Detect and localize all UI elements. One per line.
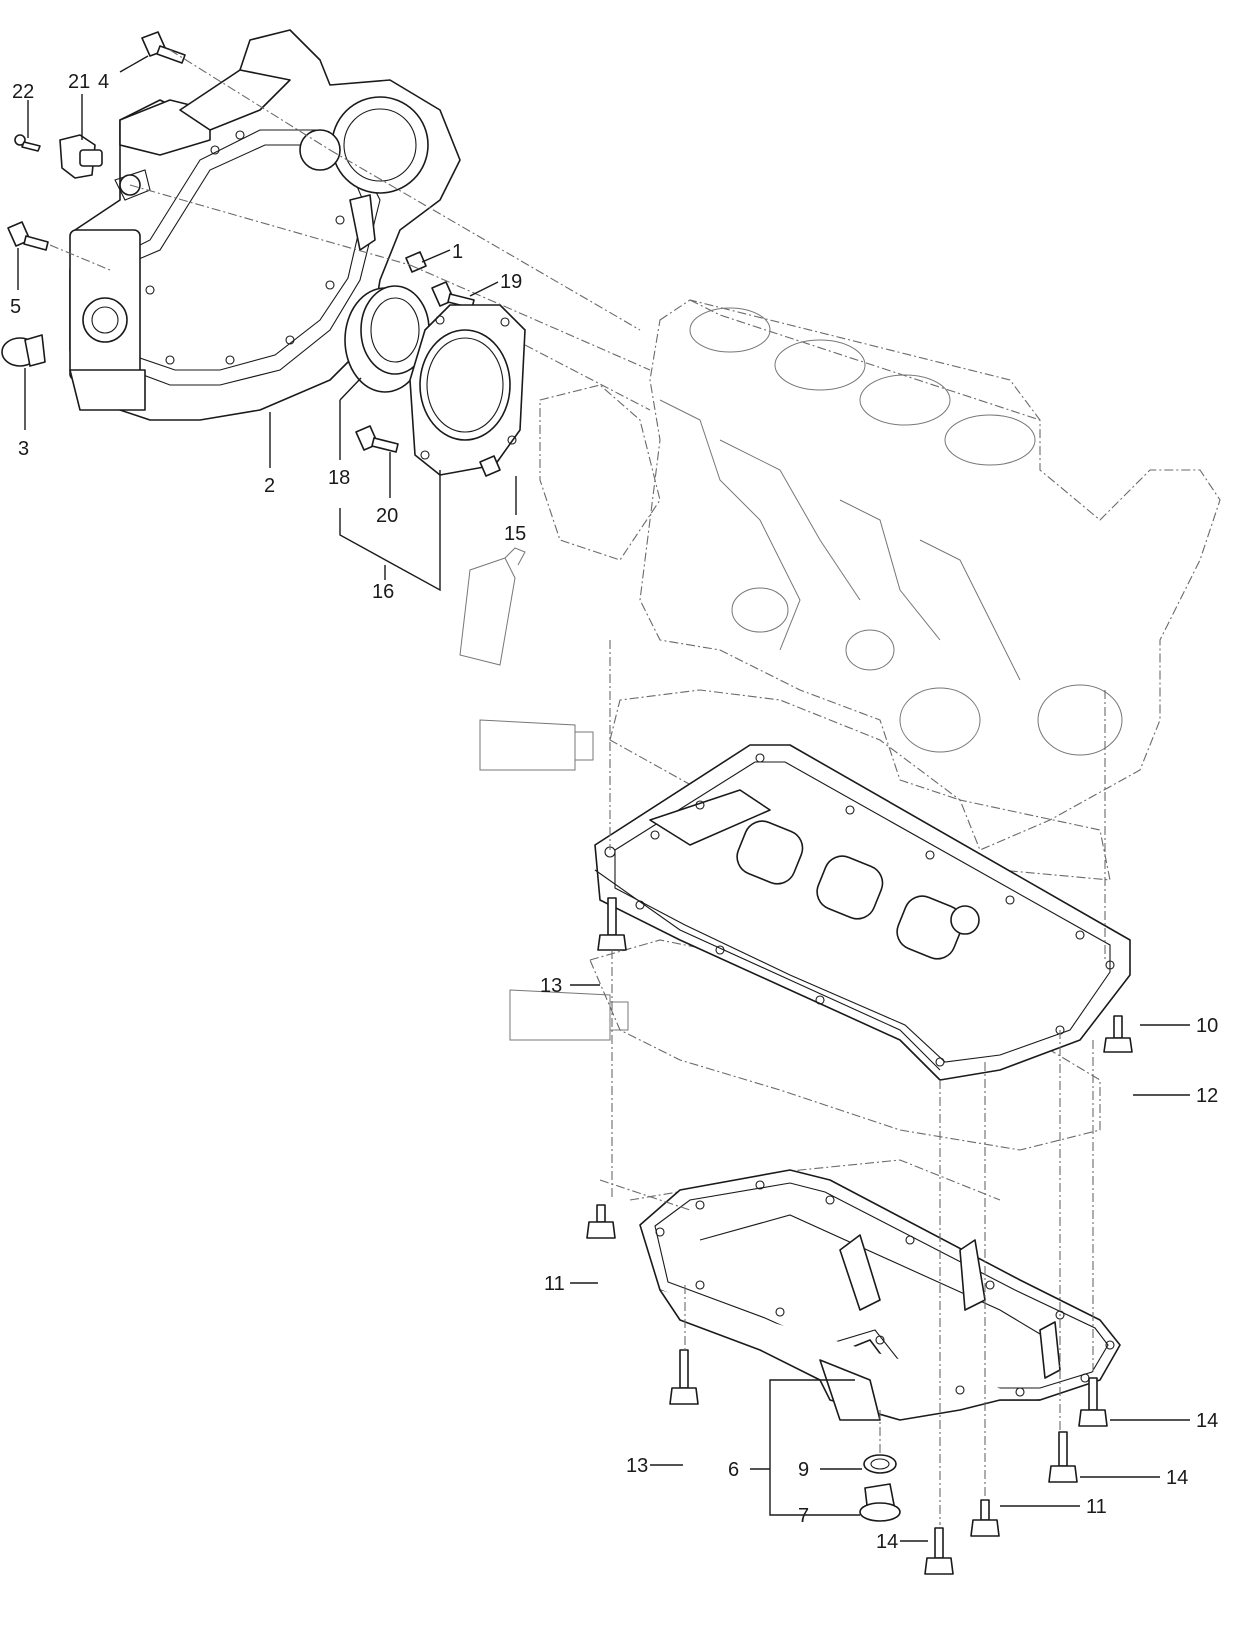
callout-21: 21 bbox=[68, 71, 90, 93]
callout-9: 9 bbox=[798, 1459, 809, 1481]
callout-6: 6 bbox=[728, 1459, 739, 1481]
drain-plug-7 bbox=[859, 1483, 901, 1522]
plug-3 bbox=[1, 334, 46, 367]
callout-11-bottom: 11 bbox=[1086, 1496, 1107, 1518]
leader-lines bbox=[17, 55, 1190, 1542]
callout-16: 16 bbox=[372, 581, 394, 603]
screw-22 bbox=[14, 134, 41, 152]
dowel-pin-1 bbox=[405, 251, 427, 273]
callout-19: 19 bbox=[500, 271, 522, 293]
bolt-14-right-lower bbox=[1048, 1431, 1078, 1483]
callout-1: 1 bbox=[452, 241, 463, 263]
bolt-14-bottom bbox=[924, 1527, 954, 1575]
callout-13-lower: 13 bbox=[626, 1455, 648, 1477]
callout-5: 5 bbox=[10, 296, 21, 318]
oil-seal-18 bbox=[344, 285, 430, 393]
callout-labels: 4 21 22 5 3 2 1 19 18 20 15 16 13 10 12 … bbox=[10, 71, 1218, 1553]
bolt-12 bbox=[1103, 1015, 1133, 1053]
callout-14-a: 14 bbox=[1196, 1410, 1218, 1432]
ladder-frame bbox=[594, 744, 1131, 1081]
bolt-11-left bbox=[586, 1204, 616, 1239]
callout-15: 15 bbox=[504, 523, 526, 545]
callout-14-b: 14 bbox=[1166, 1467, 1188, 1489]
callout-2: 2 bbox=[264, 475, 275, 497]
callout-4: 4 bbox=[98, 71, 109, 93]
callout-7: 7 bbox=[798, 1505, 809, 1527]
callout-3: 3 bbox=[18, 438, 29, 460]
callout-12: 12 bbox=[1196, 1085, 1218, 1107]
callout-11-left: 11 bbox=[544, 1273, 565, 1295]
gasket-9 bbox=[863, 1454, 897, 1474]
callout-13-upper: 13 bbox=[540, 975, 562, 997]
assembly-lines bbox=[49, 49, 1106, 1525]
bolt-19 bbox=[431, 281, 475, 309]
bolt-20 bbox=[355, 425, 399, 453]
engine-block-reference bbox=[459, 299, 1221, 1201]
bolt-4 bbox=[141, 31, 186, 64]
seal-retainer bbox=[409, 304, 526, 476]
bolt-5 bbox=[7, 221, 49, 251]
callout-14-c: 14 bbox=[876, 1531, 898, 1553]
dowel-pin-15 bbox=[479, 455, 501, 477]
callout-20: 20 bbox=[376, 505, 398, 527]
bolt-11-bottom bbox=[970, 1499, 1000, 1537]
flywheel-housing bbox=[69, 29, 461, 421]
oil-pan bbox=[639, 1169, 1121, 1421]
callout-22: 22 bbox=[12, 81, 34, 103]
sensor-21 bbox=[59, 134, 103, 179]
callout-18: 18 bbox=[328, 467, 350, 489]
bolt-14-right-upper bbox=[1078, 1377, 1108, 1427]
bolt-13-upper bbox=[597, 897, 627, 951]
callout-10: 10 bbox=[1196, 1015, 1218, 1037]
bolt-13-lower bbox=[669, 1349, 699, 1405]
